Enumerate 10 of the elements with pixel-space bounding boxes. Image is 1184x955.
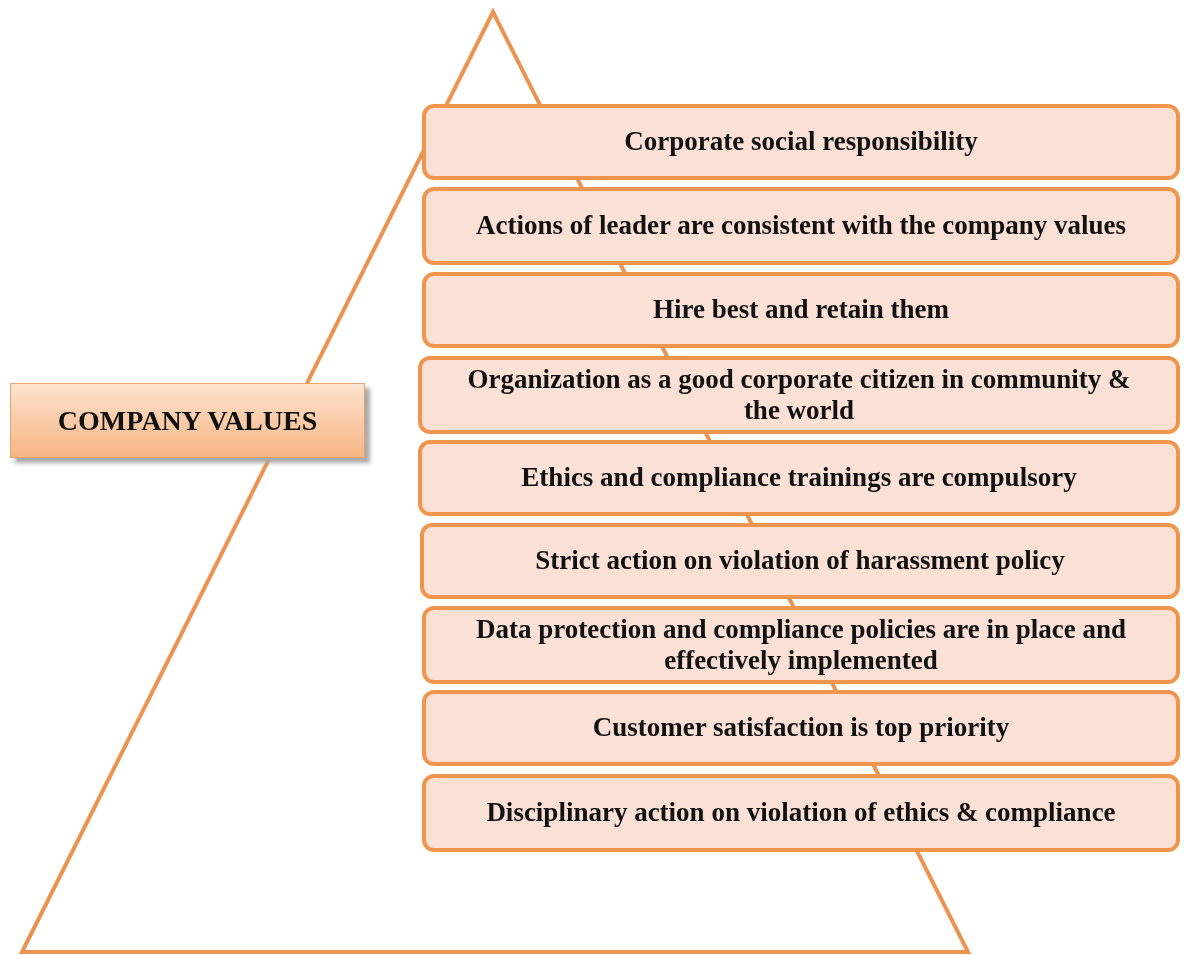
value-box: Corporate social responsibility [422,104,1180,180]
value-box: Organization as a good corporate citizen in community & the world [418,356,1180,434]
value-box: Disciplinary action on violation of ethics & compliance [422,774,1180,852]
value-box: Ethics and compliance trainings are compulsory [418,440,1180,516]
title-box: COMPANY VALUES [10,383,365,458]
value-box: Customer satisfaction is top priority [422,690,1180,766]
value-box: Actions of leader are consistent with the company values [422,187,1180,265]
value-box: Data protection and compliance policies are in place and effectively implemented [422,606,1180,684]
value-box: Strict action on violation of harassment policy [420,523,1180,599]
value-box: Hire best and retain them [422,272,1180,348]
